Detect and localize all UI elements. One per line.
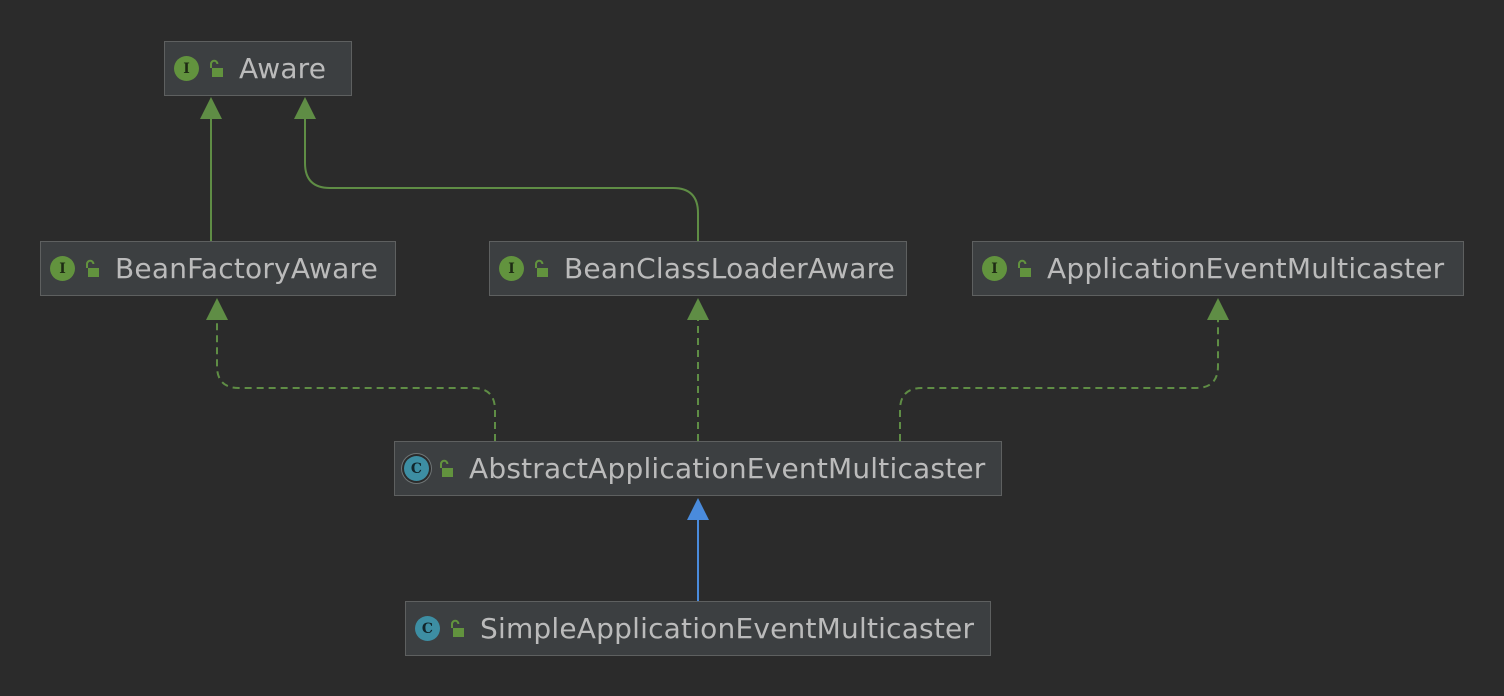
node-label: Aware (239, 52, 327, 85)
class-icon: C (415, 616, 440, 641)
arrowhead-icon (200, 97, 222, 119)
unlock-icon (440, 459, 453, 477)
arrowhead-icon (206, 298, 228, 320)
arrowhead-icon (1207, 298, 1229, 320)
node-application-event-multicaster[interactable]: I ApplicationEventMulticaster (972, 241, 1464, 296)
node-label: BeanClassLoaderAware (564, 252, 896, 285)
edge-abstractApplicationEventMulticaster-to-applicationEventMulticaster (899, 318, 1219, 441)
arrowhead-icon (687, 298, 709, 320)
interface-icon: I (174, 56, 199, 81)
unlock-icon (535, 259, 548, 277)
unlock-icon (451, 619, 464, 637)
abstract-class-icon: C (404, 456, 429, 481)
unlock-icon (86, 259, 99, 277)
interface-icon: I (50, 256, 75, 281)
node-label: BeanFactoryAware (115, 252, 379, 285)
node-label: AbstractApplicationEventMulticaster (469, 452, 986, 485)
unlock-icon (210, 59, 223, 77)
node-bean-class-loader-aware[interactable]: I BeanClassLoaderAware (489, 241, 907, 296)
node-label: SimpleApplicationEventMulticaster (480, 612, 975, 645)
node-simple-application-event-multicaster[interactable]: C SimpleApplicationEventMulticaster (405, 601, 991, 656)
edge-abstractApplicationEventMulticaster-to-beanFactoryAware (216, 318, 496, 441)
node-bean-factory-aware[interactable]: I BeanFactoryAware (40, 241, 396, 296)
node-label: ApplicationEventMulticaster (1047, 252, 1445, 285)
node-aware[interactable]: I Aware (164, 41, 352, 96)
edge-beanClassLoaderAware-to-aware (304, 117, 699, 241)
interface-icon: I (982, 256, 1007, 281)
unlock-icon (1018, 259, 1031, 277)
node-abstract-application-event-multicaster[interactable]: C AbstractApplicationEventMulticaster (394, 441, 1002, 496)
arrowhead-icon (294, 97, 316, 119)
arrowhead-icon (687, 498, 709, 520)
interface-icon: I (499, 256, 524, 281)
